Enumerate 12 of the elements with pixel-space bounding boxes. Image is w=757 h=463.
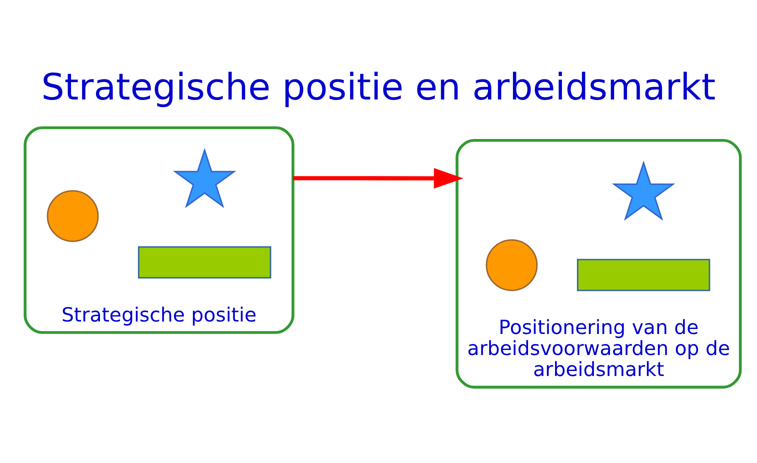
- cluster: [24, 126, 294, 334]
- node-circle: [486, 239, 538, 292]
- node-label: Positionering van de arbeidsvoorwaarden op de arbeidsmarkt: [467, 316, 730, 382]
- node-bar: [576, 258, 710, 292]
- node-label: Strategische positie: [61, 304, 257, 327]
- node-star: [612, 160, 676, 221]
- diagram-title: Strategische positie en arbeidsmarkt: [41, 65, 716, 108]
- node-circle: [46, 190, 99, 242]
- arrow: [292, 168, 464, 189]
- node-star: [172, 148, 236, 208]
- cluster: [456, 138, 742, 389]
- node-bar: [138, 246, 272, 278]
